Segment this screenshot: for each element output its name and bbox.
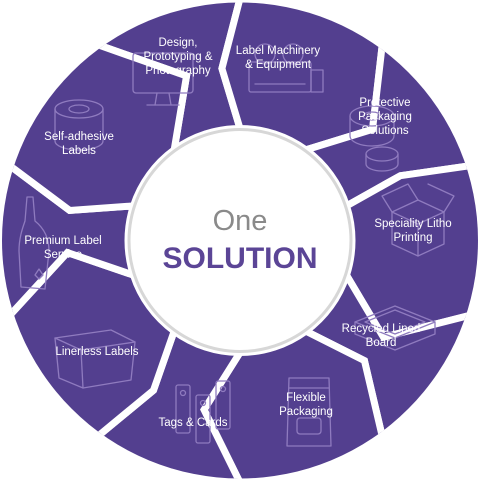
segment-label-line: Speciality Litho (374, 218, 451, 230)
segment-label-line: Label Machinery (236, 45, 321, 57)
segment-label-line: Design, (159, 37, 198, 49)
center-title-one: One (213, 205, 268, 237)
segment-label-line: Self-adhesive (44, 131, 114, 143)
segment-label-1: Design, Prototyping & Photography (143, 37, 212, 77)
segment-label-line: Premium Label (24, 235, 101, 247)
segment-label-line: Printing (394, 232, 433, 244)
pouch-icon (286, 377, 332, 447)
labels-layer: Design, Prototyping & Photography Label Mac… (24, 37, 451, 429)
center-circle (127, 128, 353, 353)
segment-label-8: Linerless Labels (55, 346, 138, 358)
segment-label-7: Tags & Cards (158, 417, 227, 429)
segment-label-line: Flexible (286, 392, 326, 404)
tags-icon (175, 380, 231, 444)
label-roll-icon (54, 99, 104, 151)
segment-label-line: Protective (359, 97, 410, 109)
segment-label-line: Recycled Lined (342, 323, 421, 335)
icons-layer (18, 43, 455, 447)
tape-roll-icon (349, 105, 399, 172)
segment-label-line: Prototyping & (143, 51, 212, 63)
segment-label-line: Labels (62, 145, 96, 157)
tray-icon (354, 305, 436, 351)
segment-label-line: Packaging (358, 111, 412, 123)
segment-label-line: Tags & Cards (158, 417, 227, 429)
bottle-icon (18, 196, 50, 290)
open-box-icon (381, 183, 455, 257)
center-title-solution: SOLUTION (163, 242, 318, 275)
segment-label-line: Service (44, 249, 82, 261)
segment-label-2: Label Machinery & Equipment (236, 45, 321, 71)
segment-label-line: Packaging (279, 406, 333, 418)
container-icon (54, 329, 136, 389)
segment-label-line: Photography (145, 65, 210, 77)
label-machine-icon (248, 43, 324, 93)
segment-2 (218, 2, 386, 154)
center-hub: One SOLUTION (127, 128, 353, 353)
segment-label-line: & Equipment (245, 59, 312, 71)
computer-monitor-icon (132, 52, 194, 106)
segment-label-line: Solutions (361, 125, 409, 137)
segment-label-line: Linerless Labels (55, 346, 138, 358)
segment-label-line: Board (366, 337, 397, 349)
